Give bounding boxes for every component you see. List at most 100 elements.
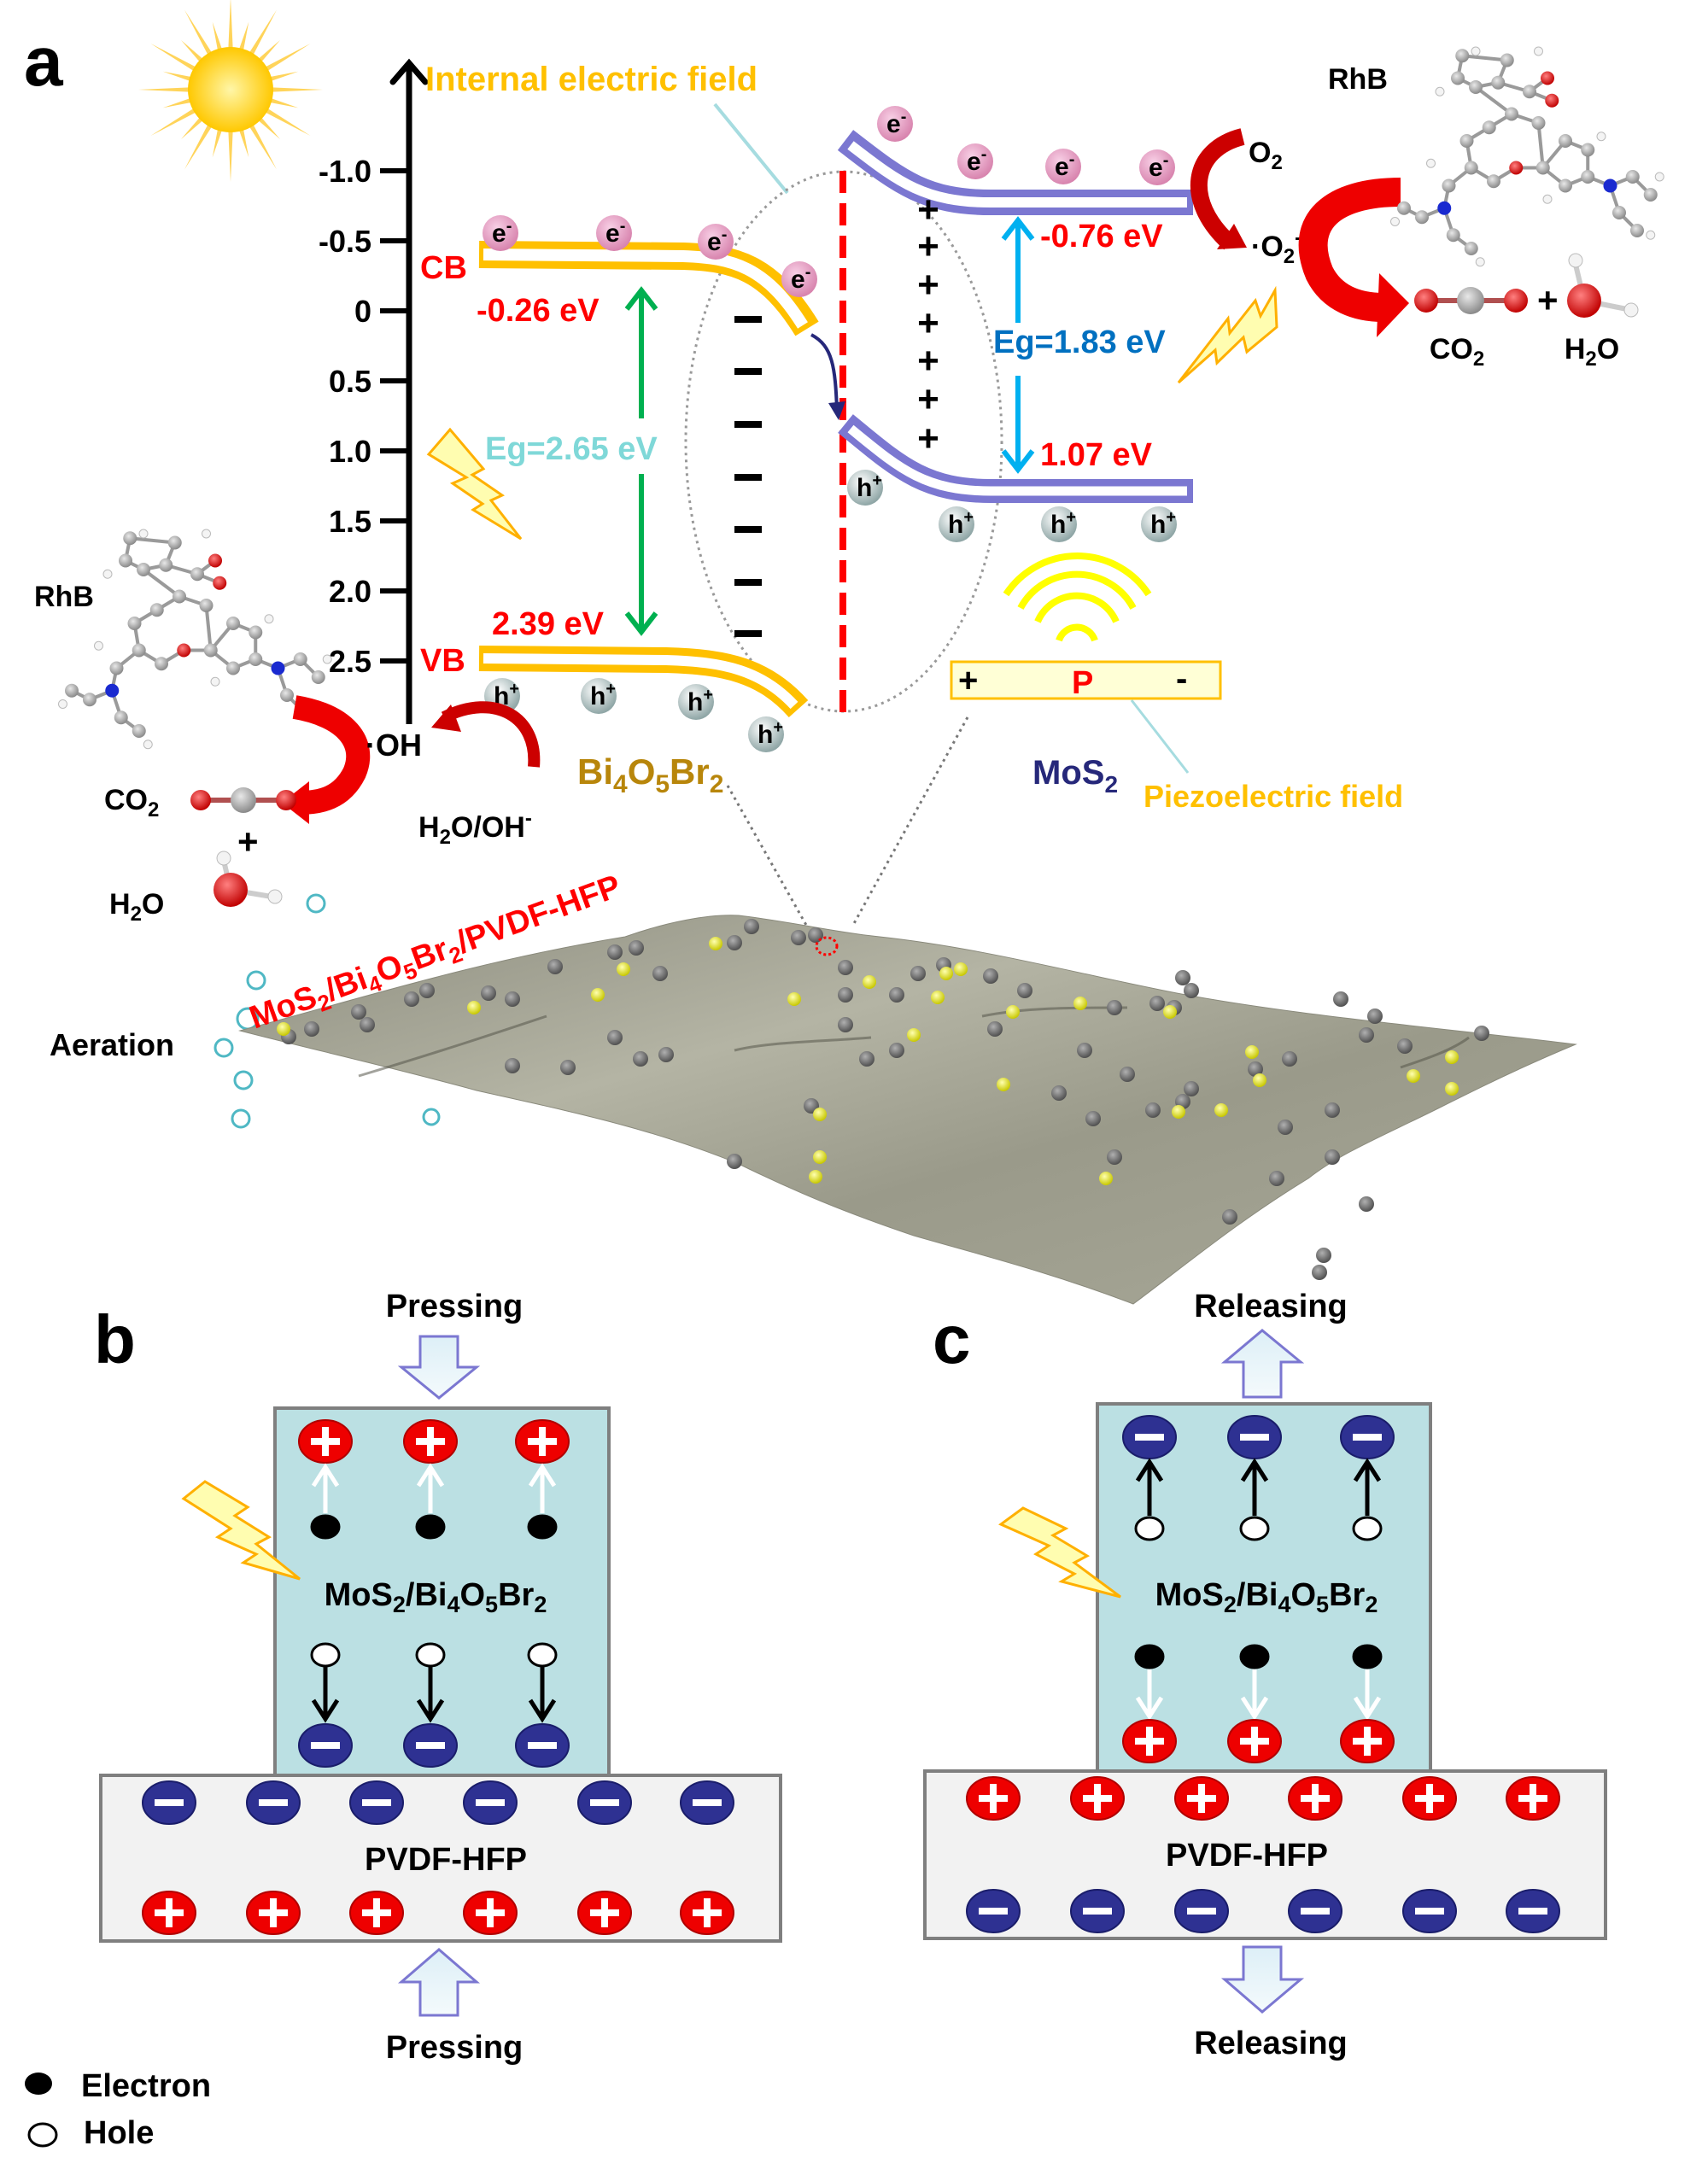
atom — [1559, 178, 1572, 193]
atom — [1625, 170, 1640, 184]
atom — [1542, 194, 1553, 204]
bi4o5br2-particle-icon — [709, 937, 722, 950]
atom — [119, 553, 132, 568]
sun-disc — [188, 47, 273, 132]
mos2-particle-icon — [1184, 983, 1199, 998]
mos2-particle-icon — [404, 991, 419, 1007]
atom — [1482, 120, 1496, 135]
hydroxyl-radical-label: ·OH — [366, 728, 422, 763]
charge-carriers: e-e-e-e-h+h+h+h+e-e-e-e-h+h+h+h++++++++ — [483, 106, 1177, 752]
electron-icon: e- — [698, 224, 734, 260]
atom — [1435, 86, 1445, 96]
electron-dot-icon — [527, 1514, 558, 1540]
mos2-particle-icon — [607, 944, 623, 960]
atom — [1603, 178, 1617, 193]
positive-space-charge-icon: + — [917, 264, 939, 306]
bi4o5br2-particle-icon — [467, 1001, 481, 1014]
electron-transfer-arrowhead-icon — [828, 401, 845, 420]
sun-ray — [256, 115, 280, 139]
membrane-surface — [238, 915, 1577, 1305]
axis-tick-label: -0.5 — [319, 224, 371, 259]
bi4o5br2-vb-band-outer — [478, 646, 809, 718]
atom — [1612, 206, 1626, 219]
negative-charge-icon — [298, 1723, 353, 1768]
light-bolt-icon-b — [181, 1480, 301, 1581]
positive-charge-icon — [463, 1891, 518, 1935]
mos2-particle-icon — [505, 991, 520, 1007]
rhb-degradation-arrowhead-icon — [1377, 273, 1409, 337]
mos2-particle-icon — [1359, 1196, 1374, 1212]
mos2-particle-icon — [838, 960, 853, 975]
atom — [1596, 132, 1606, 142]
bubble-icon — [246, 970, 266, 991]
rhb-molecule-left — [58, 529, 332, 750]
mos2-particle-icon — [1269, 1171, 1284, 1186]
sun-ray — [184, 9, 214, 57]
panel-c: c Releasing MoS2/Bi4O5Br2 PVDF-HFP Relea… — [923, 1289, 1607, 2061]
bi4o5br2-particle-icon — [591, 988, 605, 1002]
atom — [226, 661, 240, 675]
atom — [1531, 116, 1546, 130]
pressing-label-bottom: Pressing — [386, 2030, 524, 2066]
sun-ray — [162, 71, 194, 82]
bi4o5br2-particle-icon — [617, 962, 630, 976]
axis-tick-label: 2.0 — [329, 574, 371, 609]
bi4o5br2-particle-icon — [1006, 1005, 1020, 1019]
negative-space-charge-icon — [734, 526, 762, 533]
positive-charge-icon — [577, 1891, 632, 1935]
axis-arrowhead-icon — [389, 58, 429, 85]
negative-charge-icon — [403, 1723, 458, 1768]
atom — [1469, 80, 1483, 94]
negative-space-charge-icon — [734, 630, 762, 637]
atom — [1451, 71, 1465, 85]
mos2-particle-icon — [1312, 1265, 1327, 1280]
light-bolt-icon-c — [998, 1506, 1121, 1599]
mos2-particle-icon — [1184, 1081, 1199, 1096]
piezo-field-label: Piezoelectric field — [1144, 779, 1403, 814]
mos2-particle-icon — [629, 940, 644, 956]
sun-ray — [248, 122, 277, 170]
mos2-cb-band-inner — [847, 141, 1187, 208]
atom — [1437, 201, 1452, 215]
bubble-icon — [422, 1108, 441, 1126]
atom — [65, 683, 79, 698]
negative-charge-icon — [515, 1723, 570, 1768]
mos2-particle-icon — [983, 968, 998, 984]
mos2-particle-icon — [607, 1030, 623, 1045]
svg-text:h+: h+ — [1050, 508, 1076, 539]
atom — [105, 683, 120, 698]
electron-icon: e- — [877, 106, 913, 142]
vb-label: VB — [420, 643, 465, 679]
sun-ray — [228, 128, 233, 182]
positive-space-charge-icon: + — [917, 189, 939, 231]
bi4o5br2-label: Bi4O5Br2 — [577, 751, 723, 798]
oh-generation-arrow — [441, 701, 541, 768]
press-down-arrow-icon — [397, 1335, 481, 1400]
positive-charge-icon — [298, 1419, 353, 1464]
mos2-particle-icon — [1248, 1061, 1263, 1077]
atom — [58, 699, 67, 709]
atom — [203, 643, 218, 658]
mos2-particle-icon — [1282, 1051, 1297, 1067]
bi4o5br2-particle-icon — [931, 991, 945, 1004]
panel-a: a -1.0-0.500.51.01.52.02.5 Internal elec… — [24, 0, 1664, 1305]
svg-text:e-: e- — [1149, 151, 1168, 182]
positive-charge-icon — [1122, 1719, 1177, 1763]
positive-space-charge-icon: + — [917, 340, 939, 382]
rhb-label-left: RhB — [34, 581, 94, 613]
positive-charge-icon — [680, 1891, 734, 1935]
mos2-particle-icon — [1325, 1149, 1340, 1165]
axis-tick-label: 1.0 — [329, 434, 371, 469]
mos2-particle-icon — [1051, 1085, 1067, 1101]
atom — [1397, 201, 1411, 215]
left-reaction: RhB ·OH H2O/OH- CO2 + H2O — [34, 529, 541, 926]
rhb-label-right: RhB — [1328, 63, 1388, 96]
oh-generation-arrowhead-icon — [431, 704, 461, 732]
bi4o5br2-cb-band-inner — [483, 248, 808, 329]
sun-ray — [138, 87, 192, 92]
mos2-particle-icon — [1222, 1209, 1237, 1225]
mos2-particle-icon — [304, 1021, 319, 1037]
svg-text:e-: e- — [605, 217, 625, 248]
carrier-migration-arrow-icon — [1135, 1458, 1164, 1516]
carrier-migration-arrow-icon — [528, 1463, 557, 1513]
